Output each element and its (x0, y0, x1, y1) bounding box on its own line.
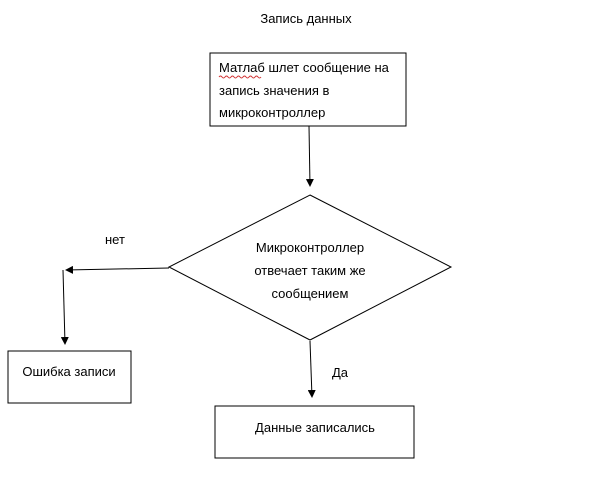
decision-node-line-1: Микроконтроллер (256, 240, 364, 255)
yes-label: Да (332, 365, 349, 380)
decision-node-line-3: сообщением (272, 286, 349, 301)
decision-node: Микроконтроллер отвечает таким же сообще… (167, 194, 453, 341)
arrow-start-to-decision (305, 125, 314, 187)
spellcheck-underline (218, 75, 262, 79)
start-node-line-2: запись значения в (219, 83, 330, 98)
success-node-label: Данные записались (255, 420, 375, 435)
arrow-decision-to-success (307, 340, 316, 398)
error-node: Ошибка записи (7, 350, 132, 404)
no-label: нет (105, 232, 125, 247)
diagram-title: Запись данных (260, 11, 352, 26)
start-node-line-1: Матлаб шлет сообщение на (219, 60, 390, 75)
start-node: Матлаб шлет сообщение на запись значения… (209, 52, 407, 127)
decision-node-line-2: отвечает таким же (254, 263, 365, 278)
error-node-label: Ошибка записи (22, 364, 115, 379)
start-node-line-3: микроконтроллер (219, 105, 325, 120)
success-node: Данные записались (214, 405, 415, 459)
arrow-left-to-error (60, 269, 69, 345)
arrow-decision-to-left (65, 265, 170, 274)
